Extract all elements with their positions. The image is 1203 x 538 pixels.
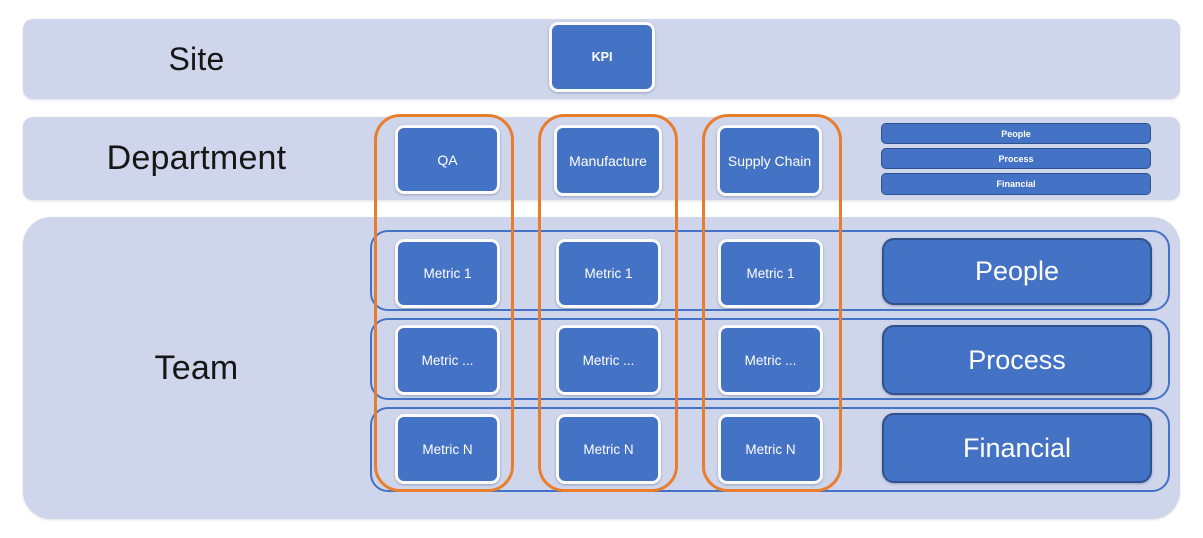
metric-box: Metric 1 — [556, 239, 661, 308]
metric-row-outline-process — [370, 318, 1170, 400]
metric-box: Metric ... — [395, 325, 500, 395]
category-bar-financial: Financial — [881, 173, 1151, 195]
column-group-outline-qa — [374, 114, 514, 492]
metric-box: Metric ... — [718, 325, 823, 395]
team-label: Team — [154, 348, 239, 387]
category-bar-people: People — [881, 123, 1151, 144]
metric-box: Metric ... — [556, 325, 661, 395]
category-box-people: People — [882, 238, 1152, 305]
kpi-box: KPI — [549, 22, 655, 92]
category-box-financial: Financial — [882, 413, 1152, 483]
column-group-outline-supply-chain — [702, 114, 842, 492]
site-label: Site — [168, 40, 225, 77]
category-bar-process: Process — [881, 148, 1151, 169]
metric-box: Metric 1 — [718, 239, 823, 308]
metric-row-outline-people — [370, 230, 1170, 311]
column-group-outline-manufacture — [538, 114, 678, 492]
metric-box: Metric N — [556, 414, 661, 484]
department-box-manufacture: Manufacture — [554, 125, 662, 196]
department-label: Department — [106, 139, 287, 177]
metric-box: Metric N — [718, 414, 823, 484]
department-box-qa: QA — [395, 125, 500, 194]
metric-box: Metric N — [395, 414, 500, 484]
department-box-supply-chain: Supply Chain — [717, 125, 822, 196]
category-box-process: Process — [882, 325, 1152, 395]
metric-box: Metric 1 — [395, 239, 500, 308]
